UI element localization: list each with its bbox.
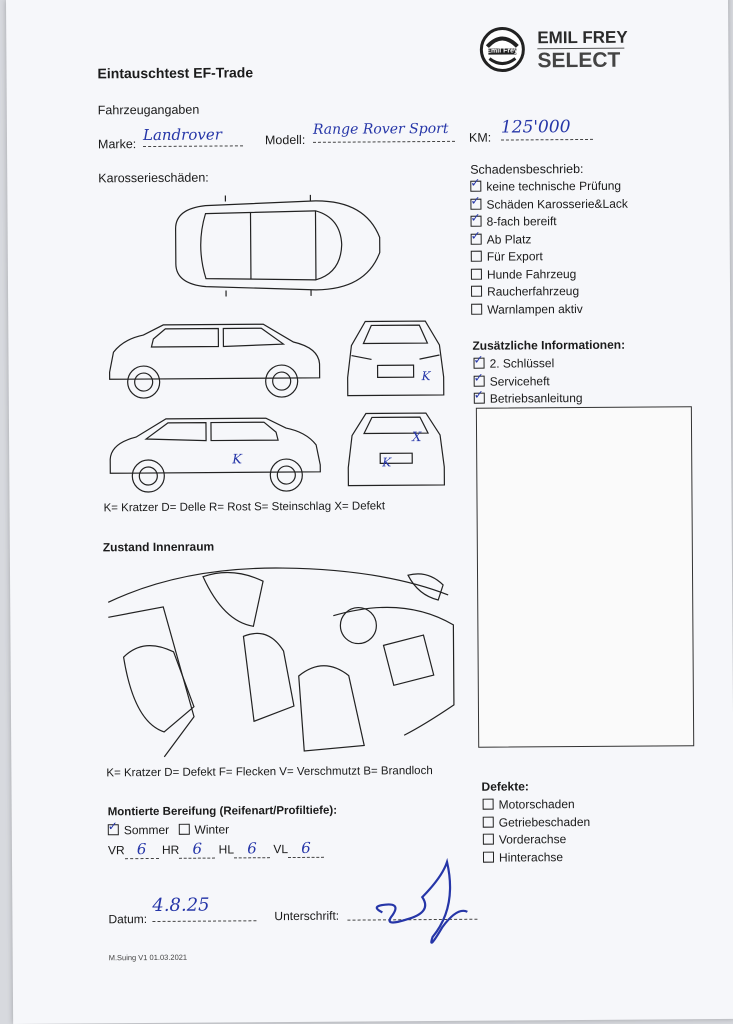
brand-line2: SELECT bbox=[537, 48, 621, 73]
brand-field[interactable]: Landrover bbox=[142, 125, 244, 148]
checkbox-icon[interactable] bbox=[473, 375, 485, 387]
damage-option-dog[interactable]: Hunde Fahrzeug bbox=[470, 266, 629, 285]
handwritten-signature bbox=[375, 857, 468, 944]
body-damage-legend: K= Kratzer D= Delle R= Rost S= Steinschl… bbox=[103, 500, 386, 515]
checkbox-icon[interactable] bbox=[473, 392, 485, 404]
damage-description-list: keine technische Prüfung Schäden Karosse… bbox=[470, 179, 628, 320]
damage-mark-4: X bbox=[412, 430, 422, 446]
date-field[interactable]: 4.8.25 bbox=[152, 894, 257, 923]
car-left-side-view bbox=[109, 323, 321, 399]
emblem-text: Emil Frey bbox=[486, 47, 518, 55]
additional-info-label: Zusätzliche Informationen: bbox=[472, 337, 626, 353]
winter-option[interactable]: Winter bbox=[178, 822, 229, 837]
vehicle-section-label: Fahrzeugangaben bbox=[97, 102, 200, 118]
checkbox-icon[interactable] bbox=[470, 215, 482, 227]
info-option-second-key[interactable]: 2. Schlüssel bbox=[473, 356, 583, 374]
hl-field[interactable]: 6 bbox=[233, 839, 271, 859]
defect-option-engine[interactable]: Motorschaden bbox=[482, 797, 591, 815]
notes-box[interactable] bbox=[475, 406, 695, 748]
version-note: M.Suing V1 01.03.2021 bbox=[108, 952, 188, 963]
emil-frey-emblem: Emil Frey bbox=[479, 26, 525, 73]
brand-line1: EMIL FREY bbox=[537, 27, 628, 48]
brand-label: Marke: bbox=[97, 137, 137, 152]
km-label: KM: bbox=[468, 130, 492, 145]
damage-mark-2: K bbox=[382, 455, 392, 470]
interior-label: Zustand Innenraum bbox=[102, 539, 215, 555]
checkbox-icon[interactable] bbox=[470, 268, 482, 280]
damage-mark-1: K bbox=[232, 452, 242, 468]
body-damage-label: Karosserieschäden: bbox=[98, 170, 209, 186]
car-top-view bbox=[175, 194, 381, 297]
checkbox-icon[interactable] bbox=[178, 823, 190, 835]
car-rear-view bbox=[347, 412, 446, 487]
vr-field[interactable]: 6 bbox=[124, 839, 159, 860]
defect-option-rear-axle[interactable]: Hinterachse bbox=[482, 849, 591, 867]
km-field[interactable]: 125'000 bbox=[500, 116, 593, 141]
model-label: Modell: bbox=[264, 132, 306, 148]
summer-option[interactable]: Sommer bbox=[107, 823, 169, 837]
damage-description-label: Schadensbeschrieb: bbox=[470, 161, 584, 177]
signature-label: Unterschrift: bbox=[274, 908, 340, 924]
tires-type-row: Sommer Winter bbox=[107, 822, 229, 837]
checkbox-icon[interactable] bbox=[470, 233, 482, 245]
interior-legend: K= Kratzer D= Defekt F= Flecken V= Versc… bbox=[106, 765, 433, 780]
checkbox-icon[interactable] bbox=[470, 198, 482, 210]
hr-field[interactable]: 6 bbox=[179, 839, 216, 859]
damage-option-body-paint[interactable]: Schäden Karosserie&Lack bbox=[470, 196, 628, 215]
damage-mark-3: K bbox=[421, 369, 431, 384]
checkbox-icon[interactable] bbox=[482, 833, 494, 845]
checkbox-icon[interactable] bbox=[482, 798, 494, 810]
car-front-view bbox=[347, 320, 445, 397]
checkbox-icon[interactable] bbox=[471, 285, 483, 297]
form-sheet: Emil Frey EMIL FREY SELECT Eintauschtest… bbox=[6, 0, 733, 1024]
defects-list: Motorschaden Getriebeschaden Vorderachse… bbox=[482, 797, 591, 868]
checkbox-icon[interactable] bbox=[470, 250, 482, 262]
checkbox-icon[interactable] bbox=[482, 816, 494, 828]
vl-field[interactable]: 6 bbox=[287, 838, 325, 859]
checkbox-icon[interactable] bbox=[471, 303, 483, 315]
checkbox-icon[interactable] bbox=[482, 851, 495, 863]
defects-label: Defekte: bbox=[481, 779, 529, 794]
damage-option-smoker[interactable]: Raucherfahrzeug bbox=[471, 284, 629, 303]
additional-info-list: 2. Schlüssel Serviceheft Betriebsanleitu… bbox=[473, 356, 583, 409]
form-title: Eintauschtest EF-Trade bbox=[97, 64, 254, 82]
defect-option-front-axle[interactable]: Vorderachse bbox=[482, 832, 591, 850]
car-right-side-view bbox=[109, 417, 321, 493]
defect-option-gearbox[interactable]: Getriebeschaden bbox=[482, 814, 591, 832]
damage-option-8-tires[interactable]: 8-fach bereift bbox=[470, 214, 629, 233]
interior-illustration bbox=[107, 567, 455, 758]
damage-option-no-tech-check[interactable]: keine technische Prüfung bbox=[470, 179, 628, 198]
checkbox-icon[interactable] bbox=[470, 180, 482, 192]
date-label: Datum: bbox=[108, 912, 148, 927]
tires-label: Montierte Bereifung (Reifenart/Profiltie… bbox=[107, 804, 338, 819]
model-field[interactable]: Range Rover Sport bbox=[312, 120, 456, 143]
damage-option-ab-platz[interactable]: Ab Platz bbox=[470, 231, 629, 250]
checkbox-icon[interactable] bbox=[107, 824, 119, 836]
damage-option-warning-lamps[interactable]: Warnlampen aktiv bbox=[471, 301, 629, 320]
damage-option-export[interactable]: Für Export bbox=[470, 249, 629, 268]
info-option-service-book[interactable]: Serviceheft bbox=[473, 373, 583, 391]
checkbox-icon[interactable] bbox=[473, 357, 485, 369]
